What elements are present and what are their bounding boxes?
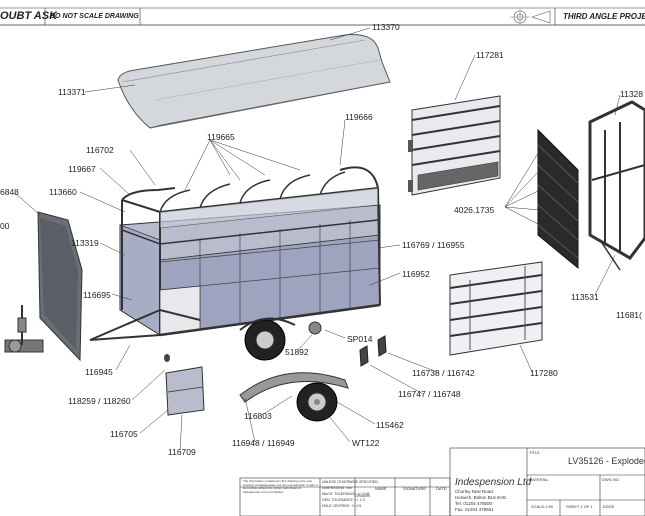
mudguard: [239, 372, 349, 403]
callout-113319: 113319: [71, 238, 99, 248]
callout-00: 00: [0, 221, 10, 231]
unless-note: UNLESS OTHERWISE SPECIFIED:: [322, 480, 379, 484]
rear-gate-lower: [449, 261, 543, 356]
callout-sp014: SP014: [347, 334, 373, 344]
callout-11681: 11681(: [616, 310, 642, 320]
callout-116945: 116945: [85, 367, 113, 377]
callout-113660: 113660: [49, 187, 77, 197]
rear-gate-upper: [408, 95, 501, 196]
callout-117281: 117281: [476, 50, 504, 60]
copyright-note: The information contained in this drawin…: [243, 479, 318, 494]
projection-symbol-icon: [510, 9, 551, 25]
rear-door-frame: [588, 100, 645, 271]
scale-label: SCALE:1:90: [531, 504, 554, 509]
hitch-coupling: [4, 305, 44, 353]
trailer-body: [89, 166, 381, 361]
doubt-ask-note: OUBT ASK: [0, 10, 58, 22]
address-line-2: Horwich, Bolton BL6 6HG.: [455, 495, 508, 500]
mach-tol-note: MACH. TOLERANCE: +/- 0.05: [322, 492, 370, 496]
callout-118259-118260: 118259 / 118260: [68, 396, 131, 406]
rear-lights: [164, 335, 387, 367]
title-block-frame: [239, 447, 645, 516]
scale-note: DO NOT SCALE DRAWING: [50, 13, 139, 20]
front-panel-part: [37, 211, 83, 362]
material-label: MATERIAL: [529, 477, 549, 482]
callout-4026-1735: 4026.1735: [454, 205, 495, 215]
callout-116695: 116695: [83, 290, 111, 300]
company-name: Indespension Ltd: [455, 477, 532, 488]
spare-wheel: [296, 382, 338, 422]
callout-119666: 119666: [345, 112, 373, 122]
callout-116747-116748: 116747 / 116748: [398, 389, 461, 399]
callout-116948-116949: 116948 / 116949: [232, 438, 295, 448]
sheet-label: SHEET 1 OF 1: [566, 504, 593, 509]
callout-115462: 115462: [376, 420, 404, 430]
callout-117280: 117280: [530, 368, 558, 378]
callout-wt122: WT122: [352, 438, 380, 448]
callout-116738-116742: 116738 / 116742: [412, 368, 475, 378]
name-label: NAME: [375, 486, 387, 491]
roof-panel: [117, 34, 391, 129]
date-label: DATE: [436, 486, 447, 491]
drawn-label: DRAWN: [355, 493, 370, 498]
telephone: Tel. 01204 478500: [455, 501, 493, 506]
address-line-1: Chorley New Road: [455, 489, 493, 494]
callout-51892: 51892: [285, 347, 309, 357]
callout-116702: 116702: [86, 145, 114, 155]
louver-panel: [537, 128, 579, 270]
callout-11328: 11328: [620, 89, 644, 99]
callout-116769-116955: 116769 / 116955: [402, 240, 465, 250]
callout-116848: 6848: [0, 187, 19, 197]
callout-116705: 116705: [110, 429, 138, 439]
hole-centres-note: HOLE CENTRES: +/- 0.5: [322, 504, 362, 508]
callout-116952: 116952: [402, 269, 430, 279]
callout-116803: 116803: [244, 411, 272, 421]
dwg-no-label: DWG NO.: [602, 477, 620, 482]
callout-113370: 113370: [372, 22, 400, 32]
callout-119665: 119665: [207, 132, 235, 142]
small-door-panel: [165, 366, 205, 416]
gen-tol-note: GEN. TOLERANCE: +/- 1.0: [322, 498, 365, 502]
leader-lines: [14, 27, 621, 451]
callout-119667: 119667: [68, 164, 96, 174]
signature-label: SIGNATURE: [403, 486, 427, 491]
callout-113371: 113371: [58, 87, 86, 97]
projection-label: THIRD ANGLE PROJEC: [563, 12, 645, 21]
drawing-title: LV35126 - Explodec: [568, 456, 645, 466]
fax: Fax. 01204 478551: [455, 507, 494, 512]
callout-113531: 113531: [571, 292, 599, 302]
callout-116709: 116709: [168, 447, 196, 457]
title-label: TITLE: [529, 450, 540, 455]
dims-note: DIMENSIONS: mm: [322, 486, 352, 490]
edge-label: EDGE: [603, 504, 615, 509]
